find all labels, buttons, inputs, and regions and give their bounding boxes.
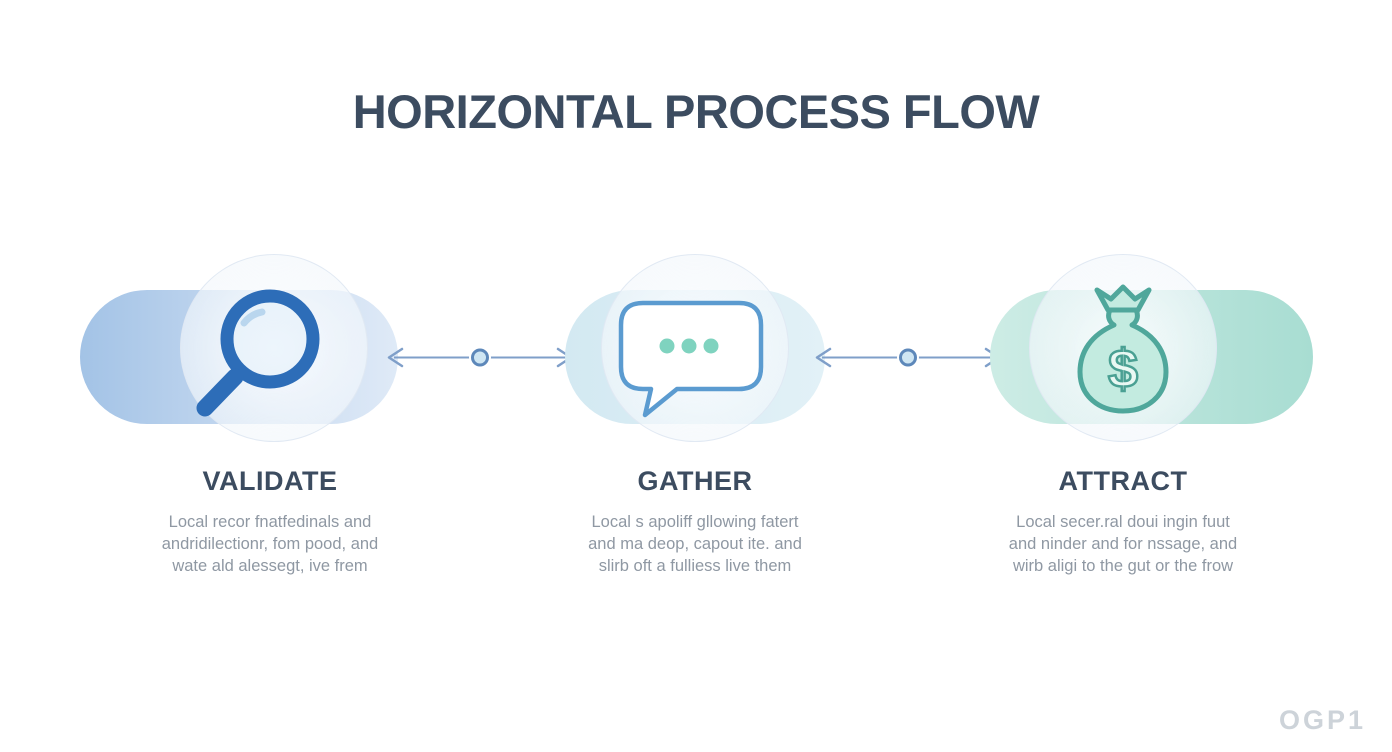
description-line: wirb aligi to the gut or the frow: [1012, 557, 1234, 575]
diagram-title: HORIZONTAL PROCESS FLOW: [352, 85, 1040, 138]
arrowhead-left-icon: [815, 347, 832, 368]
description-line: Local recor fnatfedinals and: [168, 513, 372, 531]
watermark: OGP1: [1278, 705, 1366, 735]
validate-label: VALIDATE: [202, 466, 338, 496]
attract-label: ATTRACT: [1058, 466, 1188, 496]
dollar-sign: $: [1108, 339, 1138, 399]
lens-highlight: [240, 308, 266, 327]
magnifying-glass-icon: [196, 289, 320, 417]
gather-label: GATHER: [637, 466, 753, 496]
speech-bubble-icon: [618, 300, 764, 418]
connector-arrow-1: [387, 346, 573, 369]
magnifier-lens: [220, 289, 320, 389]
money-bag-icon: $: [1077, 284, 1169, 414]
connector-node: [471, 348, 489, 367]
bag-body: [1077, 307, 1169, 414]
connector-node: [899, 348, 917, 367]
description-line: Local secer.ral doui ingin fuut: [1016, 513, 1230, 531]
bubble-outline: [618, 300, 764, 418]
bubble-dot: [681, 338, 697, 354]
gather-description: Local s apoliff gllowing fatert and ma d…: [535, 511, 855, 577]
description-line: Local s apoliff gllowing fatert: [591, 513, 799, 531]
description-line: and ma deop, capout ite. and: [588, 535, 802, 553]
description-line: wate ald alessegt, ive frem: [172, 557, 368, 575]
bubble-dot: [659, 338, 675, 354]
bubble-dot: [703, 338, 719, 354]
validate-description: Local recor fnatfedinals and andridilect…: [110, 511, 430, 577]
attract-description: Local secer.ral doui ingin fuut and nind…: [963, 511, 1283, 577]
description-line: and ninder and for nssage, and: [1008, 535, 1238, 553]
description-line: slirb oft a fulliess live them: [598, 557, 792, 575]
description-line: andridilectionr, fom pood, and: [161, 535, 379, 553]
bag-tie: [1094, 284, 1152, 313]
connector-arrow-2: [815, 346, 1001, 369]
arrowhead-left-icon: [387, 347, 404, 368]
magnifier-handle: [196, 368, 244, 417]
